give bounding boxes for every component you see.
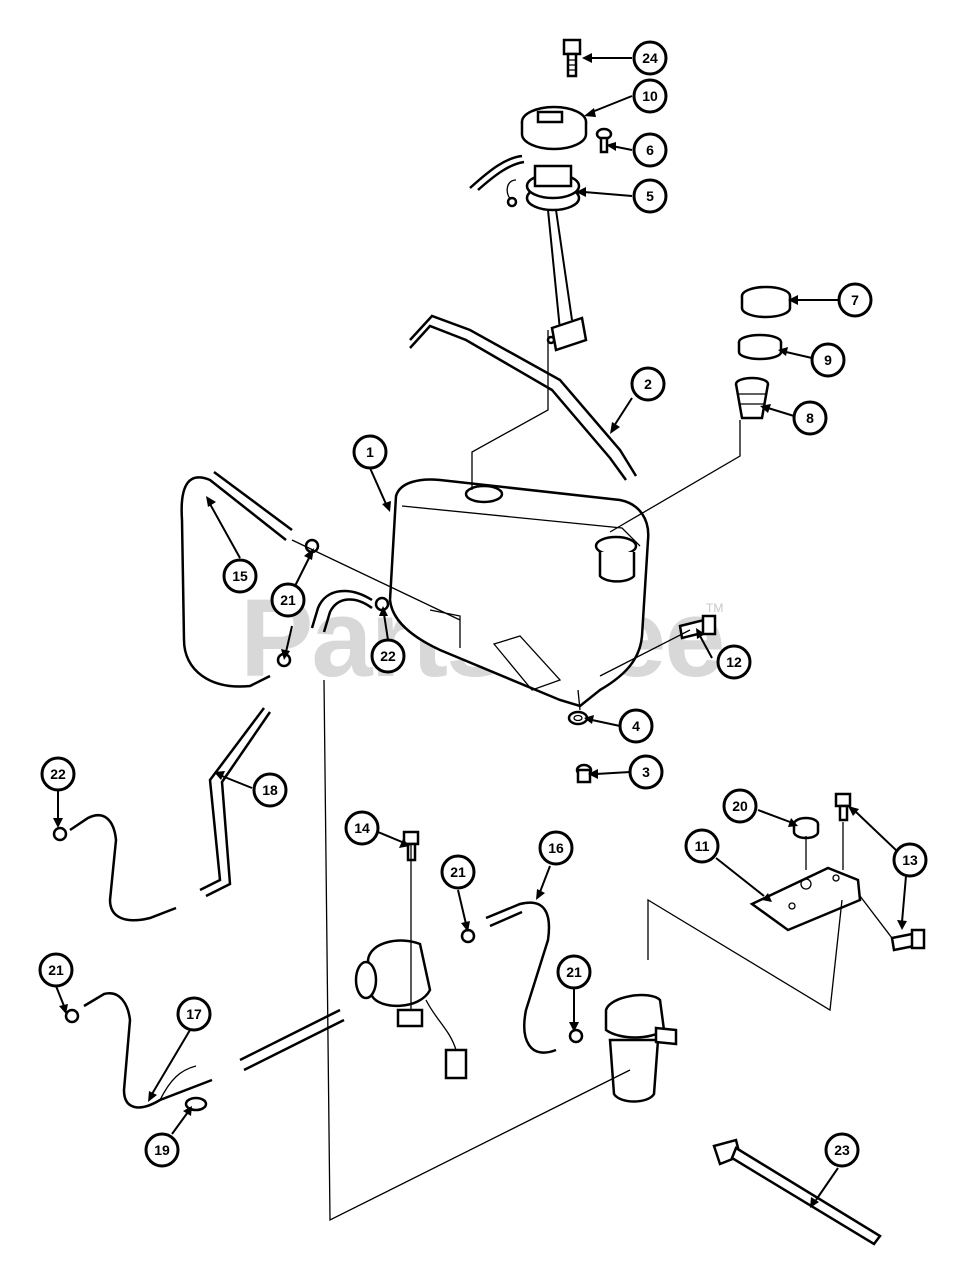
part-strainer-8[interactable] [734,376,770,420]
part-hose-17[interactable] [83,992,345,1109]
part-hose-16[interactable] [485,901,557,1054]
callout-10-label: 10 [642,88,658,104]
callout-19-label: 19 [154,1142,170,1158]
callout-7[interactable]: 7 [837,282,873,318]
callout-24-label: 24 [642,50,658,66]
assembly-lines [291,330,893,1222]
part-fuel-pump[interactable] [354,844,468,1080]
callout-20[interactable]: 20 [722,788,758,824]
callout-8[interactable]: 8 [792,400,828,436]
callout-13-label: 13 [902,852,918,868]
callout-4-label: 4 [632,718,640,734]
callout-22-left[interactable]: 22 [40,756,76,792]
callout-4[interactable]: 4 [618,708,654,744]
part-fuel-float[interactable] [546,316,588,352]
callout-22-left-label: 22 [50,766,66,782]
callout-21-mid-label: 21 [450,864,466,880]
part-clamp-22-left[interactable] [52,826,68,842]
callout-8-label: 8 [806,410,814,426]
callout-17[interactable]: 17 [176,996,212,1032]
callout-23-label: 23 [834,1142,850,1158]
callout-3[interactable]: 3 [628,754,664,790]
callout-13[interactable]: 13 [892,842,928,878]
callout-9[interactable]: 9 [810,342,846,378]
part-bolt-24[interactable] [562,38,582,78]
watermark-trademark: TM [706,601,723,615]
callout-3-label: 3 [642,764,650,780]
part-hose-15[interactable] [180,470,293,688]
callout-22-upper[interactable]: 22 [370,638,406,674]
callout-6-label: 6 [646,142,654,158]
part-drain-plug-3[interactable] [575,763,593,784]
callout-21-lower[interactable]: 21 [556,954,592,990]
part-fuel-sender-5[interactable] [469,154,581,331]
part-screw-6[interactable] [595,127,613,154]
callout-14-label: 14 [354,820,370,836]
callout-15-label: 15 [232,568,248,584]
callout-16-label: 16 [548,840,564,856]
part-bolt-13[interactable] [834,792,926,952]
callout-24[interactable]: 24 [632,40,668,76]
part-tank-strap-2[interactable] [409,314,638,481]
callout-17-label: 17 [186,1006,202,1022]
part-fuel-filter[interactable] [604,993,678,1103]
callout-15[interactable]: 15 [222,558,258,594]
callout-1[interactable]: 1 [352,434,388,470]
callout-18-label: 18 [262,782,278,798]
callout-11-label: 11 [695,838,710,854]
callout-1-label: 1 [366,444,374,460]
part-grommet-20[interactable] [792,816,820,840]
callouts: 24 10 6 5 7 9 2 8 1 15 21 22 12 4 3 22 1… [38,40,928,1208]
callout-21-upper[interactable]: 21 [270,582,306,618]
callout-18[interactable]: 18 [252,772,288,808]
callout-arrowheads [53,53,907,1208]
part-gasket-9[interactable] [737,333,783,361]
part-clamp-21-mid[interactable] [460,928,584,1044]
part-fuel-cap-7[interactable] [740,285,792,319]
part-fuel-tank-1[interactable] [388,478,650,708]
callout-19[interactable]: 19 [144,1132,180,1168]
part-sender-cover-10[interactable] [520,105,588,151]
part-bracket-11[interactable] [749,866,862,932]
callout-10[interactable]: 10 [632,78,668,114]
callout-6[interactable]: 6 [632,132,668,168]
callout-2[interactable]: 2 [630,366,666,402]
callout-21-upper-label: 21 [280,592,296,608]
callout-16[interactable]: 16 [538,830,574,866]
part-cable-tie-23[interactable] [712,1138,882,1246]
callout-9-label: 9 [824,352,832,368]
callout-21-lower-label: 21 [566,964,582,980]
part-hose-18[interactable] [69,707,272,922]
callout-11[interactable]: 11 [684,828,720,864]
callout-12-label: 12 [726,654,742,670]
part-hose-short-22[interactable] [310,589,390,633]
callout-5[interactable]: 5 [632,178,668,214]
callout-21-left[interactable]: 21 [38,952,74,988]
part-clamp-21-left[interactable] [64,1008,80,1024]
callout-21-left-label: 21 [48,962,64,978]
callout-7-label: 7 [851,292,859,308]
callout-20-label: 20 [732,798,748,814]
callout-23[interactable]: 23 [824,1132,860,1168]
callout-14[interactable]: 14 [344,810,380,846]
callout-21-mid[interactable]: 21 [440,854,476,890]
callout-12[interactable]: 12 [716,644,752,680]
callout-5-label: 5 [646,188,654,204]
callout-22-upper-label: 22 [380,648,396,664]
callout-2-label: 2 [644,376,652,392]
